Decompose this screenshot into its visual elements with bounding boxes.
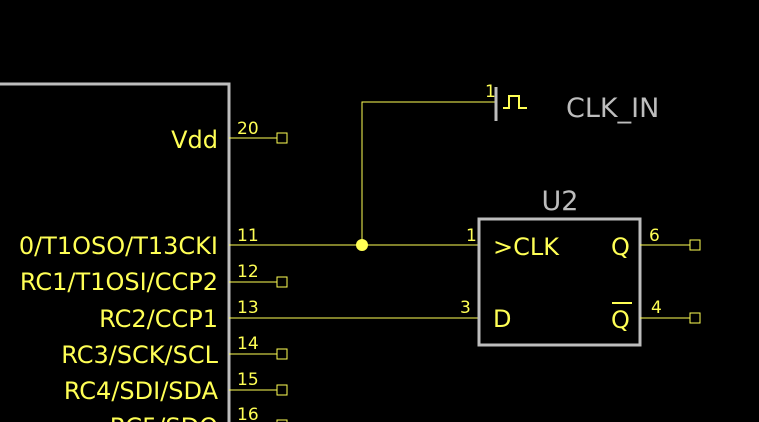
clock-source-label: CLK_IN (566, 93, 659, 124)
pin-terminal (276, 419, 288, 422)
pin-label-rc0: 0/T1OSO/T13CKI (19, 232, 218, 260)
pin-terminal (276, 276, 288, 288)
flipflop-d-label: D (493, 305, 511, 333)
mcu-pin-13: RC2/CCP1 13 (99, 298, 259, 333)
flipflop-u2: U2 >CLK 1 D 3 Q 6 Q 4 (460, 186, 701, 347)
clock-source: 1 CLK_IN (485, 82, 659, 124)
mcu-pin-15: RC4/SDI/SDA 15 (64, 370, 288, 405)
pin-terminal (276, 348, 288, 360)
pin-number-13: 13 (237, 298, 259, 318)
pin-label-vdd: Vdd (171, 126, 218, 154)
flipflop-clk-pin: 1 (466, 226, 477, 246)
pin-number-14: 14 (237, 334, 259, 354)
flipflop-body (477, 217, 642, 347)
pin-terminal (276, 132, 288, 144)
pin-terminal (689, 239, 701, 251)
flipflop-d-pin: 3 (460, 298, 471, 318)
mcu-pin-vdd: Vdd 20 (171, 119, 288, 154)
pin-number-16: 16 (237, 405, 259, 422)
mcu-pin-16: RC5/SDO 16 (110, 405, 288, 422)
mcu-pin-12: RC1/T1OSI/CCP2 12 (20, 262, 288, 296)
pin-number-12: 12 (237, 262, 259, 282)
pin-label-rc4: RC4/SDI/SDA (64, 377, 219, 405)
junction-dot (356, 239, 368, 251)
mcu-pin-14: RC3/SCK/SCL 14 (61, 334, 288, 369)
clock-pin-number: 1 (485, 82, 496, 102)
pin-number-20: 20 (237, 119, 259, 139)
flipflop-q-label: Q (611, 233, 630, 261)
flipflop-q-pin: 6 (649, 226, 660, 246)
mcu-pin-11: 0/T1OSO/T13CKI 11 (19, 226, 259, 260)
pin-terminal (689, 312, 701, 324)
clock-pulse-icon (503, 95, 527, 109)
pin-label-rc1: RC1/T1OSI/CCP2 (20, 268, 218, 296)
pin-number-15: 15 (237, 370, 259, 390)
flipflop-clk-label: >CLK (493, 233, 560, 261)
wire-clk-source (361, 101, 496, 245)
pin-label-rc3: RC3/SCK/SCL (61, 341, 218, 369)
flipflop-qbar-label: Q (611, 306, 630, 334)
mcu-body (0, 82, 231, 422)
flipflop-ref: U2 (542, 186, 579, 217)
pin-label-rc2: RC2/CCP1 (99, 305, 218, 333)
pin-terminal (276, 384, 288, 396)
flipflop-qbar-pin: 4 (651, 298, 662, 318)
pin-number-11: 11 (237, 226, 259, 246)
pin-label-rc5: RC5/SDO (110, 413, 218, 422)
